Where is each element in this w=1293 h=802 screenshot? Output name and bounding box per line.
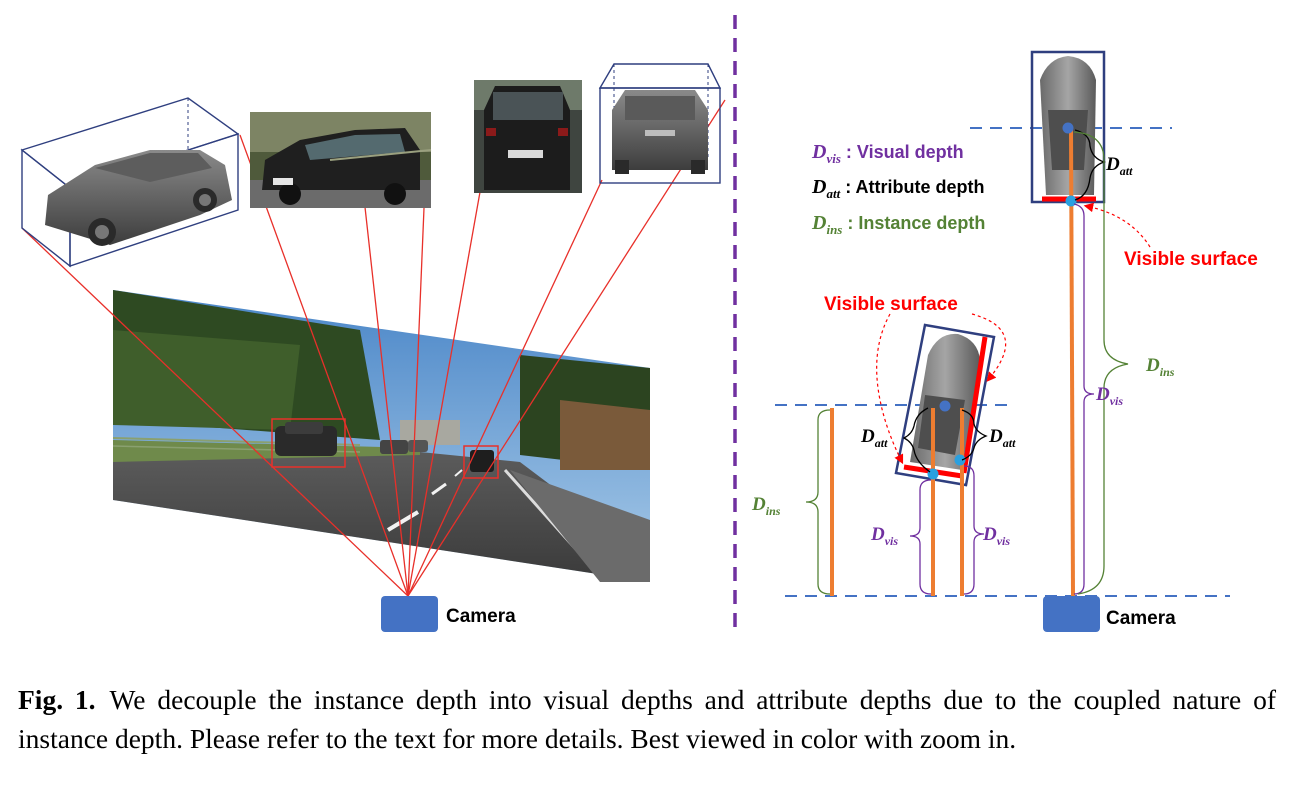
3d-box-side-car: [20, 97, 240, 268]
visible-surface-annotations: Visible surface Visible surface: [824, 202, 1258, 465]
street-scene-photo: [112, 290, 650, 582]
depth-points: [927, 122, 1077, 480]
camera-icon-left: [381, 596, 438, 632]
label-dvis-left: Dvis: [870, 524, 898, 548]
label-dvis-top: Dvis: [1095, 384, 1123, 408]
label-dins-top: Dins: [1145, 355, 1175, 379]
caption-label: Fig. 1.: [18, 684, 96, 715]
photo-crop-side-car: [250, 112, 432, 208]
legend-item-att: Datt : Attribute depth: [811, 176, 985, 201]
3d-box-rear-car: [598, 63, 722, 184]
caption-text: We decouple the instance depth into visu…: [18, 684, 1276, 754]
label-datt-left: Datt: [860, 426, 888, 450]
visible-surface-label-bottom: Visible surface: [824, 294, 958, 315]
brace-labels: Dins Dvis Dvis Datt Datt Datt Dvis Dins: [751, 154, 1175, 548]
visible-surface-label-top: Visible surface: [1124, 249, 1258, 270]
label-dins-left: Dins: [751, 494, 781, 518]
label-dvis-right: Dvis: [982, 524, 1010, 548]
left-panel: Camera: [20, 63, 726, 632]
label-datt-right: Datt: [988, 426, 1016, 450]
figure: Camera Dvis : Visual depth Datt : Attrib…: [20, 15, 1258, 635]
right-panel: Dvis : Visual depth Datt : Attribute dep…: [751, 50, 1258, 632]
label-datt-top: Datt: [1105, 154, 1133, 178]
camera-icon-right: [1043, 596, 1100, 632]
figure-caption: Fig. 1.We decouple the instance depth in…: [18, 680, 1276, 758]
braces: [805, 129, 1129, 595]
photo-crop-rear-car: [474, 80, 582, 193]
camera-label-left: Camera: [446, 606, 516, 627]
legend-item-ins: Dins : Instance depth: [811, 212, 985, 237]
legend: Dvis : Visual depth Datt : Attribute dep…: [811, 141, 985, 237]
camera-label-right: Camera: [1106, 608, 1176, 629]
legend-item-vis: Dvis : Visual depth: [811, 141, 964, 166]
reference-lines: [775, 127, 1230, 597]
